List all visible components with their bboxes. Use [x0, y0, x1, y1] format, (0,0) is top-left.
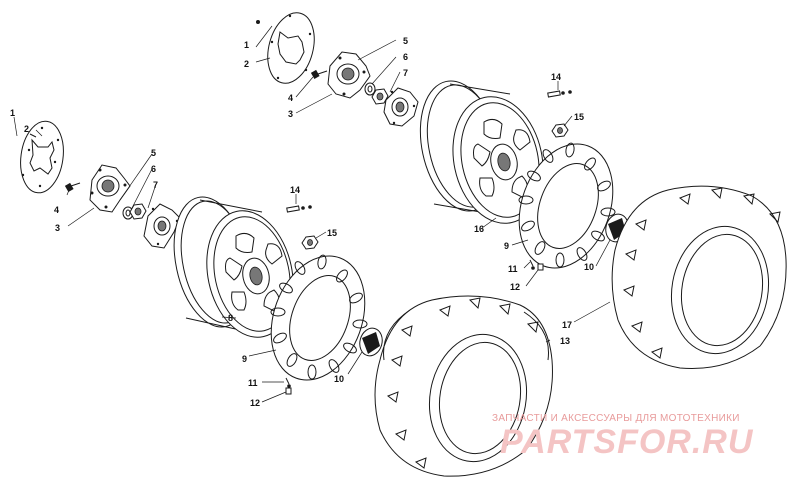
watermark-caption: ЗАПЧАСТИ И АКСЕССУАРЫ ДЛЯ МОТОТЕХНИКИ — [492, 413, 740, 424]
callout-l2: 2 — [24, 124, 29, 134]
callout-labels: 1 2 4 3 5 6 7 14 15 8 9 10 11 12 1 2 4 3… — [10, 36, 594, 408]
callout-t17: 17 — [562, 320, 572, 330]
callout-l15: 15 — [327, 228, 337, 238]
callout-l6: 6 — [151, 164, 156, 174]
callout-r6: 6 — [403, 52, 408, 62]
left-nut — [129, 203, 147, 220]
callout-l10: 10 — [334, 374, 344, 384]
callout-r16: 16 — [474, 224, 484, 234]
left-valve-stem — [286, 205, 312, 213]
left-bolt — [64, 182, 81, 192]
left-beadlock-ring — [270, 254, 368, 381]
left-adapter-plate — [143, 203, 181, 249]
callout-l11: 11 — [248, 378, 258, 388]
left-lug-nut — [301, 235, 319, 250]
callout-r4: 4 — [288, 93, 293, 103]
callout-r12: 12 — [510, 282, 520, 292]
callout-r1: 1 — [244, 40, 249, 50]
callout-r9: 9 — [504, 241, 509, 251]
callout-l14: 14 — [290, 185, 300, 195]
right-wheel-assembly — [256, 12, 629, 271]
callout-l5: 5 — [151, 148, 156, 158]
callout-l1: 1 — [10, 108, 15, 118]
callout-r5: 5 — [403, 36, 408, 46]
watermark-logo: PARTSFOR.RU — [500, 423, 754, 461]
callout-r10: 10 — [584, 262, 594, 272]
left-wheel-hub — [89, 164, 131, 213]
callout-r14: 14 — [551, 72, 561, 82]
left-center-cap — [359, 327, 383, 357]
callout-l4: 4 — [54, 205, 59, 215]
left-brake-disc — [20, 120, 64, 194]
right-adapter-plate — [383, 87, 419, 127]
watermark: ЗАПЧАСТИ И АКСЕССУАРЫ ДЛЯ МОТОТЕХНИКИ PA… — [492, 413, 754, 461]
callout-l7: 7 — [153, 180, 158, 190]
right-valve-stem — [547, 90, 572, 98]
callout-l8: 8 — [228, 313, 233, 323]
right-washer — [364, 82, 376, 96]
right-rim — [419, 80, 544, 224]
left-rim — [173, 196, 294, 338]
callout-l9: 9 — [242, 354, 247, 364]
callout-r7: 7 — [403, 68, 408, 78]
right-wheel-hub — [327, 51, 371, 99]
right-brake-disc — [256, 12, 315, 84]
callout-r11: 11 — [508, 264, 518, 274]
rear-tire — [611, 185, 787, 369]
right-lug-nut — [551, 123, 569, 138]
right-beadlock-ring — [518, 142, 616, 269]
front-tire — [374, 295, 553, 477]
leader-lines — [13, 25, 611, 403]
callout-t13: 13 — [560, 336, 570, 346]
callout-l3: 3 — [55, 223, 60, 233]
callout-l12: 12 — [250, 398, 260, 408]
left-wheel-assembly — [20, 120, 383, 395]
callout-r15: 15 — [574, 112, 584, 122]
right-screw — [529, 259, 544, 271]
right-nut — [371, 88, 389, 105]
right-bolt — [310, 69, 328, 79]
callout-r2: 2 — [244, 59, 249, 69]
left-screw — [285, 377, 292, 395]
callout-r3: 3 — [288, 109, 293, 119]
